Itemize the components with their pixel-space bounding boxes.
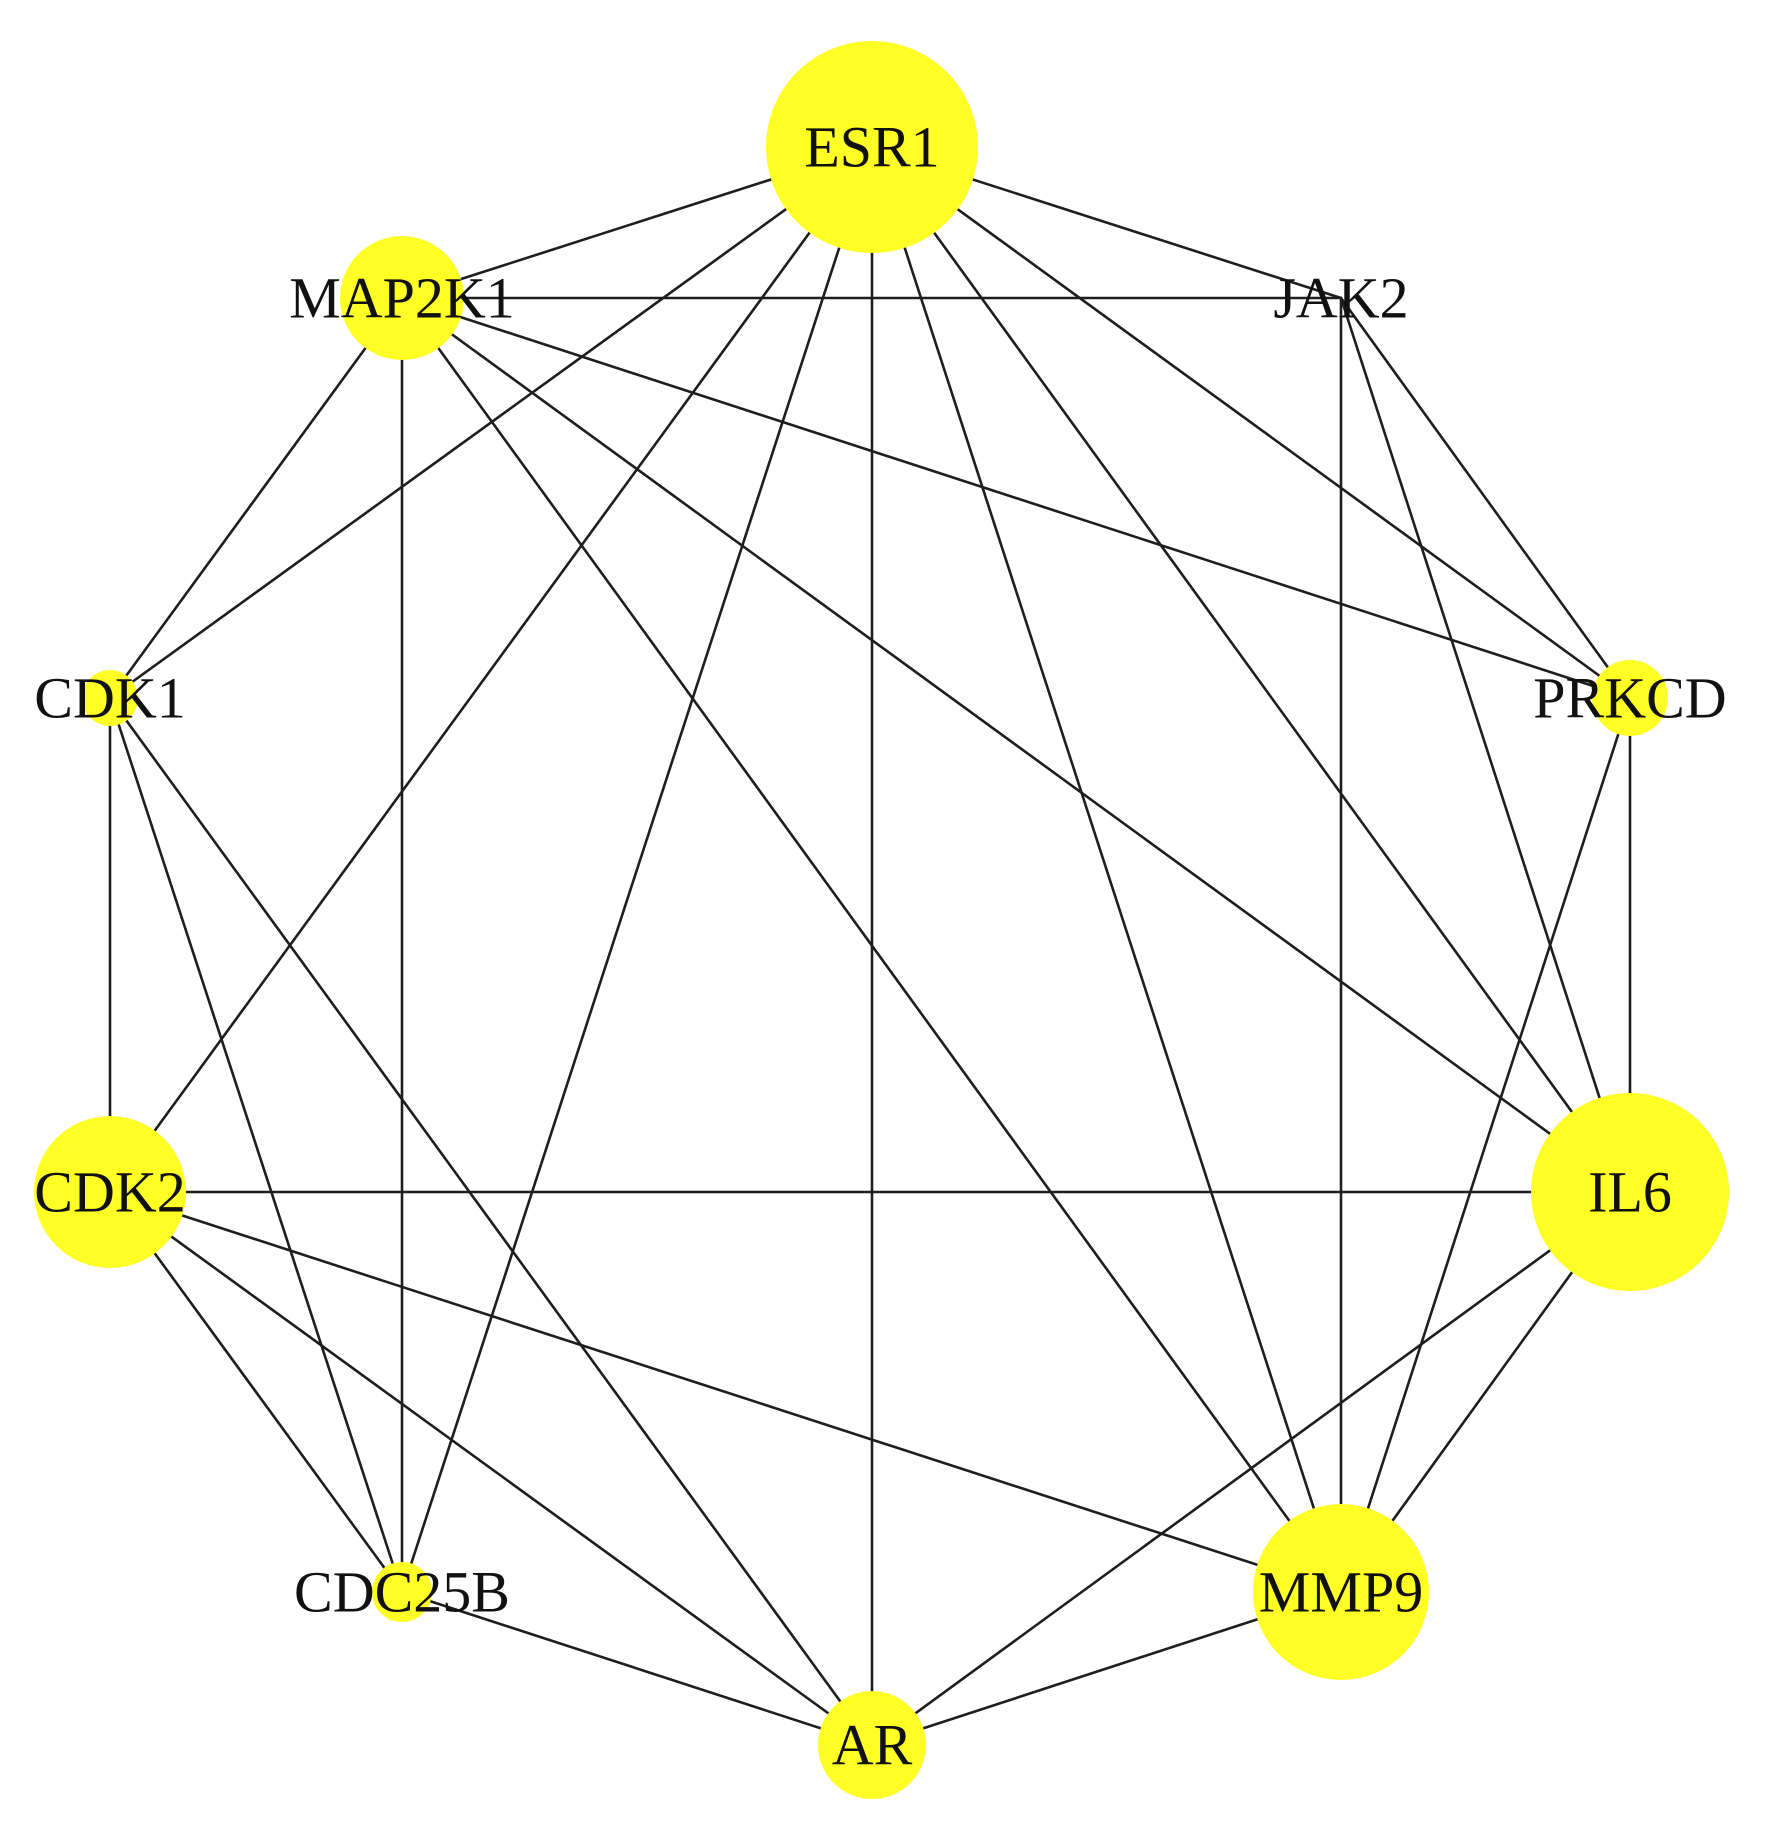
node-label-jak2: JAK2 <box>1273 266 1408 331</box>
edge-jak2-prkcd <box>1339 296 1632 700</box>
node-mmp9[interactable] <box>1253 1504 1429 1680</box>
edge-cdk2-cdc25b <box>108 1190 404 1594</box>
edge-prkcd-mmp9 <box>1339 696 1632 1594</box>
edge-map2k1-prkcd <box>400 296 1632 700</box>
edge-cdk2-mmp9 <box>108 1190 1343 1594</box>
edge-map2k1-mmp9 <box>400 296 1343 1594</box>
edge-cdc25b-ar <box>400 1590 874 1747</box>
edge-esr1-cdc25b <box>400 145 874 1594</box>
node-esr1[interactable] <box>766 41 978 253</box>
edge-il6-ar <box>870 1190 1632 1747</box>
edge-map2k1-cdk1 <box>108 296 404 700</box>
edge-esr1-cdk2 <box>108 145 874 1194</box>
edge-map2k1-il6 <box>400 296 1632 1194</box>
edge-esr1-mmp9 <box>870 145 1343 1594</box>
edge-cdk1-cdc25b <box>108 696 404 1594</box>
node-label-esr1: ESR1 <box>804 115 939 180</box>
node-label-prkcd: PRKCD <box>1533 666 1726 731</box>
edge-layer <box>108 145 1632 1747</box>
node-il6[interactable] <box>1531 1093 1729 1291</box>
node-layer <box>34 41 1729 1799</box>
node-cdk2[interactable] <box>34 1116 186 1268</box>
edge-esr1-il6 <box>870 145 1632 1194</box>
node-label-cdc25b: CDC25B <box>294 1560 510 1625</box>
node-label-cdk2: CDK2 <box>34 1160 185 1225</box>
edge-jak2-il6 <box>1339 296 1632 1194</box>
node-cdc25b[interactable] <box>372 1562 432 1622</box>
edge-cdk2-ar <box>108 1190 874 1747</box>
node-prkcd[interactable] <box>1592 660 1668 736</box>
node-label-map2k1: MAP2K1 <box>289 266 515 331</box>
node-label-il6: IL6 <box>1588 1160 1672 1225</box>
node-label-cdk1: CDK1 <box>34 666 185 731</box>
node-label-mmp9: MMP9 <box>1259 1560 1423 1625</box>
node-label-ar: AR <box>832 1713 913 1778</box>
node-map2k1[interactable] <box>340 236 464 360</box>
edge-cdk1-ar <box>108 696 874 1747</box>
edge-esr1-prkcd <box>870 145 1632 700</box>
node-ar[interactable] <box>818 1691 926 1799</box>
node-cdk1[interactable] <box>82 670 138 726</box>
